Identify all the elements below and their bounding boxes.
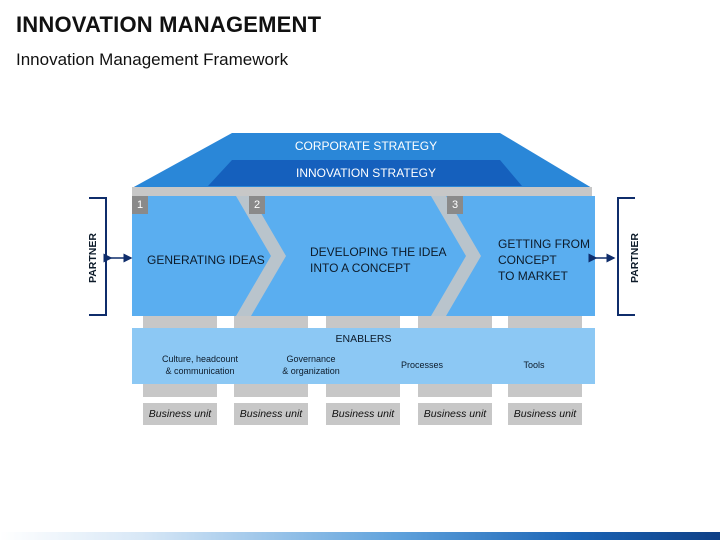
business-unit-1: Business unit (143, 403, 217, 425)
chevron-1 (236, 196, 286, 316)
enablers-band (132, 328, 595, 384)
roof-beam (132, 187, 592, 196)
stage-number-1: 1 (132, 196, 148, 214)
enabler-governance: Governance & organization (282, 354, 340, 376)
partner-connectors (89, 197, 635, 316)
process-chevrons (236, 196, 481, 316)
enabler-tools: Tools (523, 360, 545, 370)
enabler-culture: Culture, headcount & communication (161, 354, 239, 376)
business-unit-3: Business unit (326, 403, 400, 425)
business-unit-5: Business unit (508, 403, 582, 425)
page-title: INNOVATION MANAGEMENT (16, 12, 322, 37)
innovation-strategy-label: INNOVATION STRATEGY (295, 166, 436, 180)
partner-right-label: PARTNER (629, 233, 641, 283)
business-unit-2: Business unit (234, 403, 308, 425)
footer-gradient-bar (0, 532, 720, 540)
corporate-strategy-label: CORPORATE STRATEGY (294, 139, 438, 153)
roof-innovation-strategy (208, 160, 522, 186)
enablers-title: ENABLERS (335, 333, 392, 345)
stage-number-3: 3 (447, 196, 463, 214)
enabler-processes: Processes (400, 360, 444, 370)
partner-right-bracket (617, 197, 635, 316)
roof-graphic (132, 133, 592, 196)
business-unit-4: Business unit (418, 403, 492, 425)
partner-left-label: PARTNER (87, 233, 99, 283)
page-subtitle: Innovation Management Framework (16, 50, 289, 69)
stage-label-1: GENERATING IDEAS (147, 253, 265, 267)
process-band (132, 196, 595, 316)
chevron-2 (431, 196, 481, 316)
stage-number-2: 2 (249, 196, 265, 214)
stage-label-3: GETTING FROM CONCEPT TO MARKET (498, 237, 590, 283)
stage-label-2: DEVELOPING THE IDEA INTO A CONCEPT (310, 245, 447, 275)
